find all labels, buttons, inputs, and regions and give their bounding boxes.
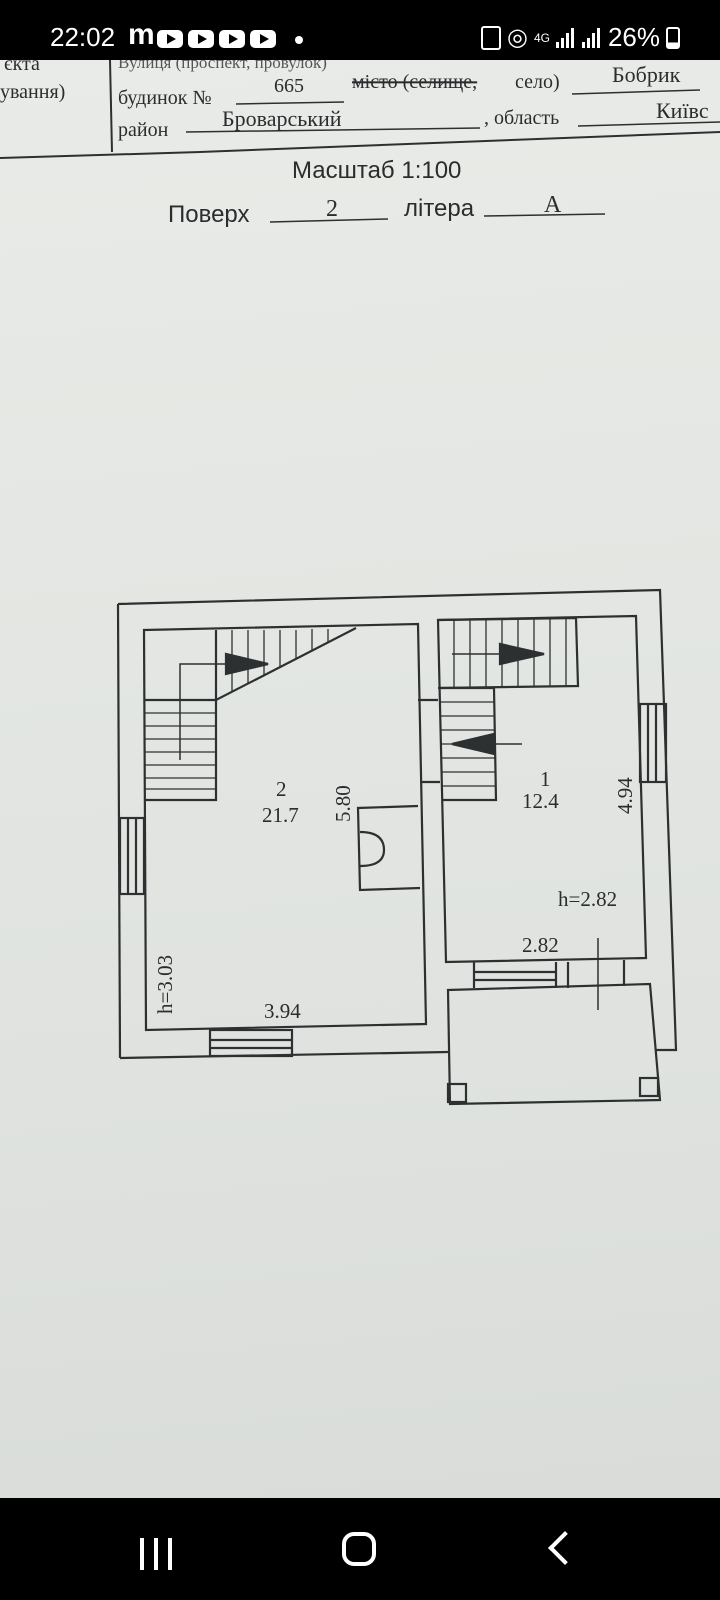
status-bar: 22:02 m ◎ 4G 26% [0, 0, 720, 60]
window-right [638, 702, 668, 784]
room-2-area: 21.7 [262, 803, 299, 827]
header-bottom-border-right [199, 131, 720, 153]
settlement-struck: місто (селище, [352, 71, 477, 93]
scale-label: Масштаб 1:100 [292, 157, 461, 184]
district-value: Броварський [222, 106, 342, 131]
document-photo: єкта ування) Вулиця (проспект, провулок)… [0, 60, 720, 1498]
header-column-divider [109, 60, 113, 153]
battery-saver-icon [480, 25, 501, 50]
floor-label: Поверх [168, 201, 250, 228]
balcony-outline [446, 982, 662, 1106]
stair-top [214, 627, 357, 702]
house-label: будинок № [118, 87, 212, 109]
status-time: 22:02 [50, 22, 116, 52]
region-label: , область [484, 107, 559, 129]
youtube-icon [188, 30, 214, 48]
header-bottom-border [0, 151, 201, 159]
recent-apps-icon[interactable] [140, 1538, 180, 1570]
back-icon[interactable] [548, 1531, 582, 1565]
house-number: 665 [274, 75, 304, 97]
room-1-height: h=2.82 [558, 887, 617, 911]
outer-wall [117, 588, 678, 1052]
signal-roaming-icon [581, 27, 602, 48]
window-bottom [208, 1028, 294, 1058]
room-1-number: 1 [540, 767, 551, 791]
window-left [118, 816, 146, 896]
signal-icon [555, 27, 576, 48]
stove [356, 804, 421, 892]
stair-arrow-icon [451, 732, 496, 756]
floor-value: 2 [326, 196, 338, 222]
youtube-icon [157, 30, 183, 48]
floor-plan-document: єкта ування) Вулиця (проспект, провулок)… [0, 60, 720, 1106]
settlement-value: Бобрик [612, 62, 681, 87]
settlement-label: село) [515, 71, 560, 93]
youtube-icon [219, 30, 245, 48]
room-1-area: 12.4 [522, 789, 559, 813]
hotspot-icon: ◎ [506, 24, 528, 51]
status-icons: ◎ 4G 26% [480, 22, 680, 53]
navigation-bar [0, 1498, 720, 1600]
district-label: район [118, 119, 169, 141]
room-2-outline [142, 622, 428, 1032]
stair-arrow-icon [498, 642, 545, 666]
youtube-icon [250, 30, 276, 48]
home-icon[interactable] [342, 1532, 376, 1566]
room-2-width: 3.94 [264, 999, 301, 1023]
header-left-line1: єкта [4, 60, 40, 75]
room-1-width: 2.82 [522, 933, 559, 957]
header-left-line2: ування) [0, 81, 65, 103]
region-value: Київс [656, 98, 709, 123]
room-2-length: 5.80 [331, 785, 355, 822]
room-2-number: 2 [276, 777, 287, 801]
floor-plan [116, 588, 678, 1106]
network-type: 4G [533, 30, 550, 45]
letter-value: А [544, 192, 562, 218]
room-1-length: 4.94 [613, 777, 637, 814]
battery-percent: 26% [607, 22, 660, 52]
battery-icon [666, 26, 680, 49]
stair-arrow-icon [224, 652, 269, 676]
room-2-height: h=3.03 [153, 955, 177, 1014]
notification-dot-icon [295, 36, 303, 44]
letter-label: літера [404, 195, 475, 222]
carrier-icon: m [128, 18, 155, 51]
stair-right-top [437, 616, 580, 690]
street-label: Вулиця (проспект, провулок) [118, 60, 327, 72]
stove-arc [359, 830, 386, 868]
